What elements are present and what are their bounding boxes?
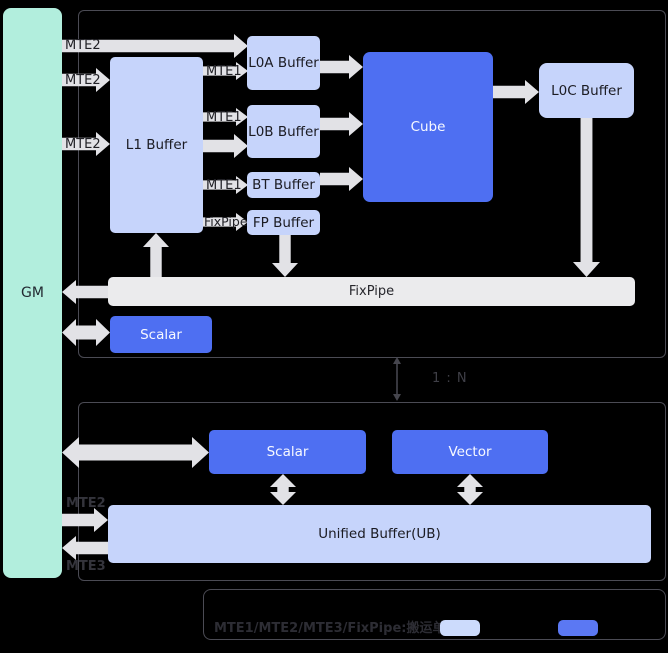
mte1-label-l0a: MTE1 [206, 64, 242, 79]
gm-box: GM [3, 8, 62, 578]
mte2-label-ub: MTE2 [66, 496, 106, 511]
mte2-label-2: MTE2 [65, 73, 101, 88]
mte1-arrow-l1-l0a [203, 62, 248, 80]
fixpipe-unit-bar: FixPipe [108, 277, 635, 306]
unified-buffer-label: Unified Buffer(UB) [318, 526, 441, 542]
legend-compute-swatch [558, 620, 598, 636]
fp-buffer-label: FP Buffer [252, 214, 315, 231]
fixpipe-arrow-l1-fp [203, 213, 248, 231]
gm-label: GM [21, 285, 44, 301]
bt-buffer-box: BT Buffer [247, 172, 320, 198]
l0a-buffer-label: L0A Buffer [248, 55, 319, 71]
scalar-top-label: Scalar [140, 326, 182, 343]
l0b-buffer-label: L0B Buffer [248, 123, 319, 140]
scalar-top-box: Scalar [110, 316, 212, 353]
l0c-buffer-label: L0C Buffer [551, 82, 622, 99]
mte1-label-l0b: MTE1 [206, 110, 242, 125]
vector-core-container [78, 402, 666, 581]
cube-box: Cube [363, 52, 493, 202]
mte1-arrow-l1-bt [203, 176, 248, 194]
legend-caption: MTE1/MTE2/MTE3/FixPipe:搬运单元 [214, 621, 459, 636]
l0b-buffer-box: L0B Buffer [247, 105, 320, 158]
mte2-label-3: MTE2 [65, 137, 101, 152]
cube-core-container [78, 10, 666, 358]
one-to-n-label: 1 : N [432, 371, 468, 386]
fp-buffer-box: FP Buffer [247, 210, 320, 235]
mte3-label-gm: MTE3 [66, 559, 106, 574]
vector-label: Vector [448, 444, 492, 460]
fixpipe-label-fp: FixPipe [204, 214, 248, 229]
fixpipe-unit-label: FixPipe [348, 284, 395, 299]
mte1-arrow-l1-l0b [203, 108, 248, 126]
legend-buffer-swatch [440, 620, 480, 636]
legend-box: MTE1/MTE2/MTE3/FixPipe:搬运单元 [203, 589, 666, 640]
bt-buffer-label: BT Buffer [252, 177, 315, 193]
l1-buffer-box: L1 Buffer [110, 57, 203, 233]
mte2-label-1: MTE2 [65, 38, 101, 53]
scalar-bottom-label: Scalar [266, 444, 309, 460]
scalar-bottom-box: Scalar [209, 430, 366, 474]
l0a-buffer-box: L0A Buffer [247, 36, 320, 90]
l0c-buffer-box: L0C Buffer [539, 63, 634, 118]
vector-box: Vector [392, 430, 548, 474]
unified-buffer-box: Unified Buffer(UB) [108, 505, 651, 563]
l1-buffer-label: L1 Buffer [125, 137, 188, 153]
cube-label: Cube [410, 119, 446, 135]
mte1-label-bt: MTE1 [206, 178, 242, 193]
one-to-n-arrow [393, 357, 401, 401]
